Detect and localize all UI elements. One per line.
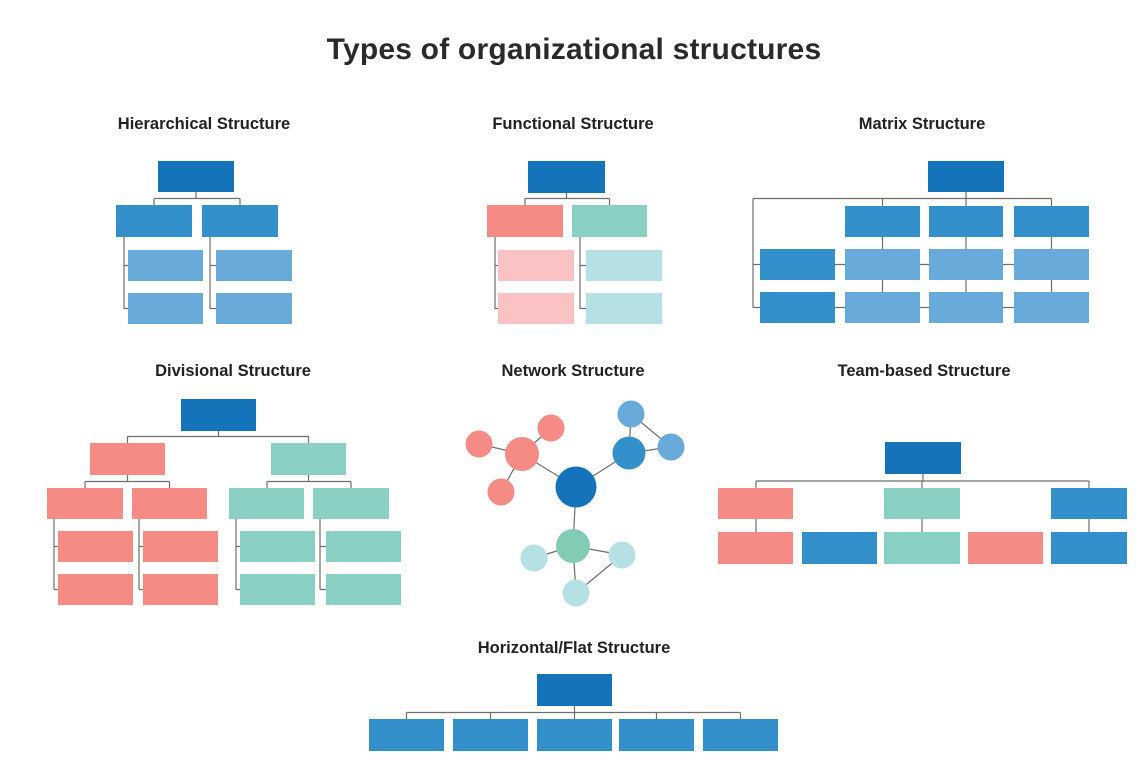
team-lead-box: [884, 488, 960, 519]
matrix-cell-box: [1014, 249, 1089, 280]
label-team-based: Team-based Structure: [837, 362, 1011, 380]
divisional-sub-box: [326, 574, 401, 605]
team-lead-box: [1051, 488, 1127, 519]
matrix-cell-box: [929, 249, 1003, 280]
functional-sub-box: [586, 293, 662, 324]
team-member-box: [802, 532, 877, 564]
label-horizontal-flat: Horizontal/Flat Structure: [477, 639, 671, 657]
network-node-blue: [617, 400, 645, 428]
hierarchical-top-box: [158, 161, 234, 192]
horizontal-flat-structure-diagram: [369, 674, 778, 751]
flat-top-box: [537, 674, 612, 706]
network-hub-salmon: [505, 437, 539, 471]
matrix-cell-box: [929, 292, 1003, 323]
page-title: Types of organizational structures: [326, 33, 822, 66]
matrix-project-head-box: [760, 292, 835, 323]
divisional-child-box: [229, 488, 304, 519]
flat-worker-box: [619, 719, 694, 751]
matrix-cell-box: [1014, 292, 1089, 323]
divisional-child-box: [132, 488, 207, 519]
label-matrix: Matrix Structure: [858, 115, 986, 133]
functional-department-box: [572, 205, 647, 237]
team-based-structure-diagram: [718, 442, 1127, 564]
divisional-top-box: [181, 399, 256, 431]
label-functional: Functional Structure: [492, 115, 654, 133]
team-member-box: [1051, 532, 1127, 564]
functional-department-box: [487, 205, 563, 237]
network-node-blue: [657, 433, 685, 461]
team-based-connectors: [755, 474, 1090, 532]
matrix-cell-box: [845, 249, 920, 280]
label-hierarchical: Hierarchical Structure: [117, 115, 291, 133]
divisional-division-box: [271, 443, 346, 475]
network-node-teal: [562, 579, 590, 607]
divisional-sub-box: [58, 574, 133, 605]
matrix-connectors: [752, 192, 1053, 309]
team-member-box: [884, 532, 960, 564]
functional-sub-box: [586, 250, 662, 281]
divisional-division-box: [90, 443, 165, 475]
hierarchical-level2-box: [116, 205, 192, 237]
team-member-box: [968, 532, 1043, 564]
hierarchical-level2-box: [202, 205, 278, 237]
hierarchical-connectors: [123, 192, 241, 310]
team-member-box: [718, 532, 793, 564]
divisional-sub-box: [240, 574, 315, 605]
divisional-structure-diagram: [47, 399, 401, 605]
label-divisional: Divisional Structure: [155, 362, 311, 380]
network-node-salmon: [465, 430, 493, 458]
matrix-project-head-box: [760, 249, 835, 280]
network-node-salmon: [537, 414, 565, 442]
flat-worker-box: [703, 719, 778, 751]
network-node-teal: [520, 544, 548, 572]
matrix-function-head-box: [929, 206, 1003, 237]
functional-top-box: [528, 161, 605, 193]
team-based-top-box: [885, 442, 961, 474]
hierarchical-level3-box: [128, 293, 203, 324]
network-hub-teal: [556, 529, 590, 563]
functional-connectors: [494, 193, 611, 310]
hierarchical-level3-box: [128, 250, 203, 281]
label-network: Network Structure: [501, 362, 645, 380]
flat-worker-box: [453, 719, 528, 751]
functional-sub-box: [498, 293, 574, 324]
team-lead-box: [718, 488, 793, 519]
divisional-sub-box: [143, 531, 218, 562]
network-node-salmon: [487, 478, 515, 506]
network-node-teal: [608, 541, 636, 569]
functional-sub-box: [498, 250, 574, 281]
divisional-sub-box: [326, 531, 401, 562]
divisional-sub-box: [143, 574, 218, 605]
hierarchical-structure-diagram: [116, 161, 292, 324]
network-structure-diagram: [465, 400, 685, 607]
matrix-function-head-box: [1014, 206, 1089, 237]
matrix-function-head-box: [845, 206, 920, 237]
network-central-node: [555, 466, 597, 508]
network-edges: [478, 413, 672, 594]
flat-worker-box: [369, 719, 444, 751]
divisional-child-box: [313, 488, 389, 519]
hierarchical-level3-box: [216, 250, 292, 281]
matrix-cell-box: [845, 292, 920, 323]
divisional-child-box: [47, 488, 123, 519]
divisional-sub-box: [240, 531, 315, 562]
divisional-sub-box: [58, 531, 133, 562]
horizontal-flat-connectors: [405, 706, 742, 719]
flat-worker-box: [537, 719, 612, 751]
divisional-connectors: [53, 431, 352, 591]
matrix-structure-diagram: [752, 161, 1089, 323]
matrix-top-box: [928, 161, 1004, 192]
hierarchical-level3-box: [216, 293, 292, 324]
functional-structure-diagram: [487, 161, 662, 324]
network-hub-blue: [612, 436, 646, 470]
